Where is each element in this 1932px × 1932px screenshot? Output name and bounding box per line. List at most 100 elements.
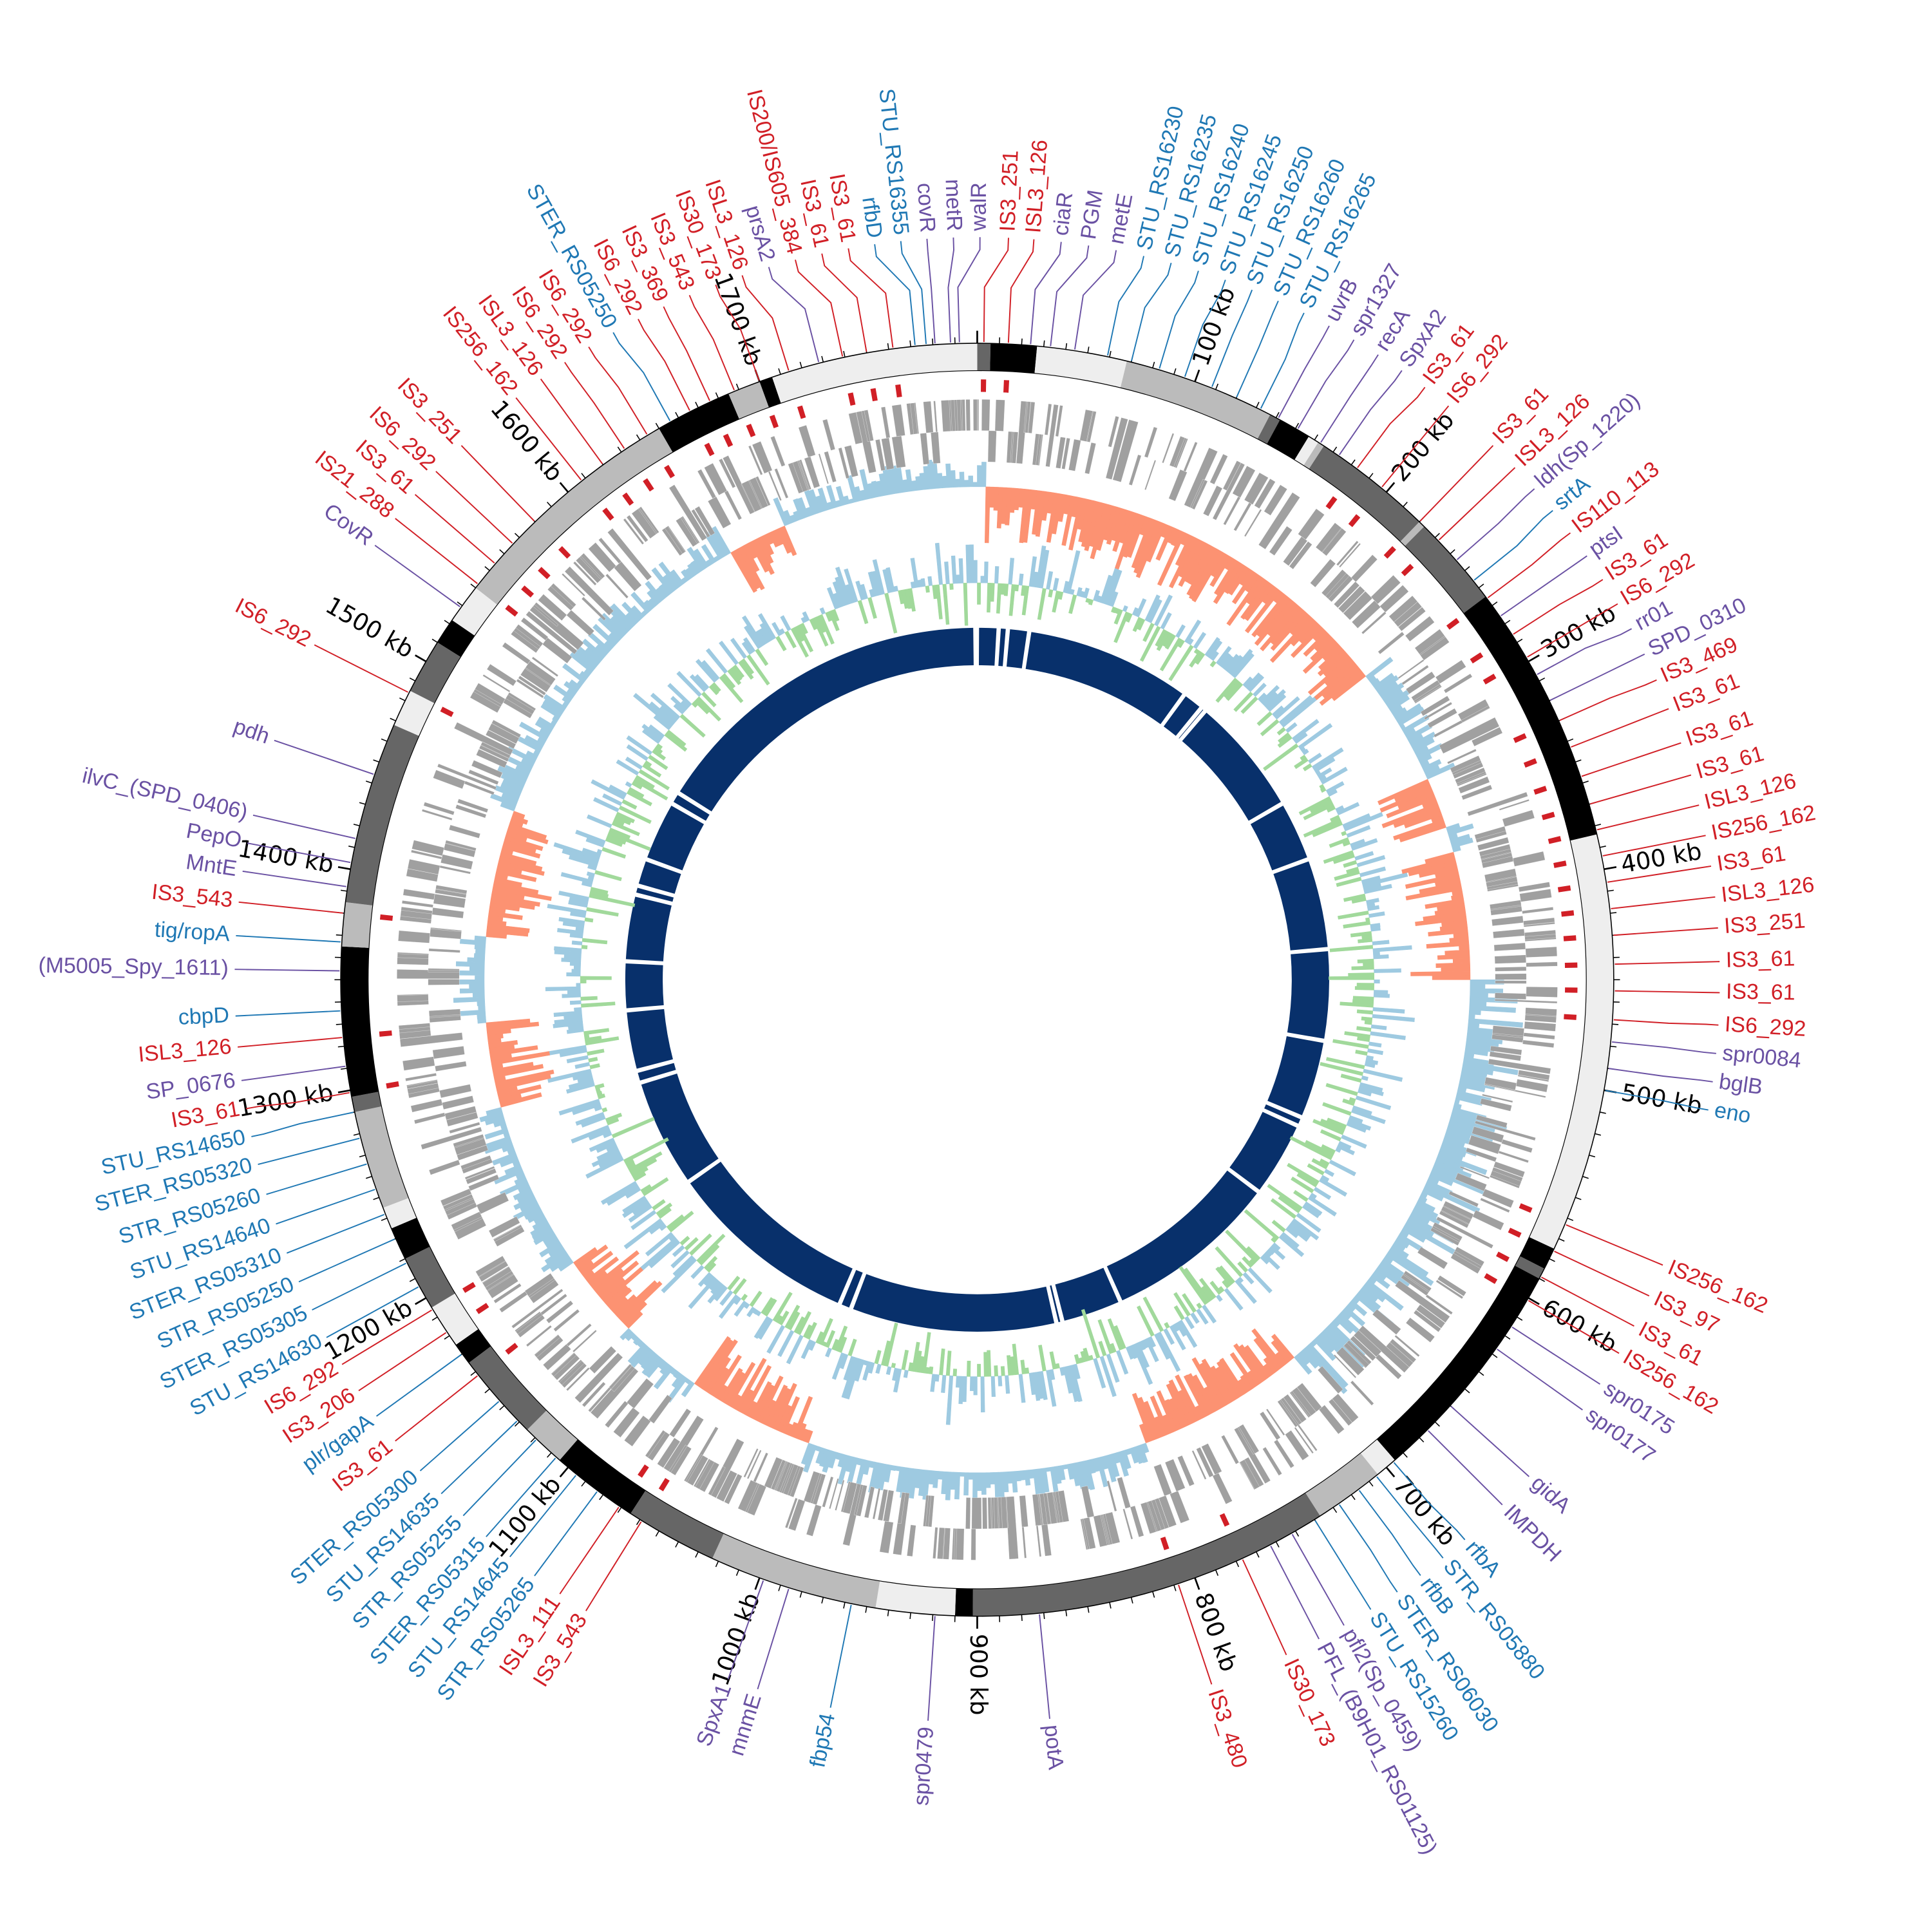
is-element-mark [521, 585, 535, 598]
label-connector [1608, 1068, 1713, 1083]
label-connector [375, 1354, 462, 1417]
minor-tick [409, 677, 416, 681]
minor-tick [715, 1560, 719, 1567]
label-connector [1428, 1430, 1503, 1506]
minor-tick [359, 1155, 366, 1158]
gc-skew-track [453, 459, 1523, 1502]
core-ring-segment [1267, 1036, 1324, 1115]
ideogram-band [972, 1493, 1320, 1616]
minor-tick [1610, 1045, 1617, 1048]
label-connector [1376, 1476, 1444, 1558]
is-element-mark [1496, 1251, 1510, 1262]
label-connector [1540, 1276, 1634, 1327]
minor-tick [1109, 1602, 1112, 1609]
label-connector [795, 260, 844, 357]
is-element-mark [746, 423, 756, 437]
minor-tick [1109, 350, 1112, 357]
minor-tick [1450, 549, 1455, 554]
minor-tick [1043, 1613, 1045, 1619]
ideogram-band [1529, 834, 1614, 1249]
minor-tick [348, 846, 355, 848]
is-element-label: IS6_292 [231, 593, 315, 652]
minor-tick [581, 1481, 586, 1487]
minor-tick [336, 1023, 343, 1025]
major-tick [1604, 866, 1617, 871]
minor-tick [336, 934, 343, 936]
label-connector [1030, 242, 1062, 345]
minor-tick [1567, 738, 1574, 742]
minor-tick [514, 1421, 520, 1427]
ideogram-band [527, 1410, 578, 1461]
minor-tick [1419, 1437, 1425, 1443]
label-connector [1456, 488, 1535, 560]
label-connector [236, 934, 341, 943]
is-element-mark [622, 492, 634, 506]
label-connector [1615, 990, 1720, 994]
skew-negative-area [486, 486, 1471, 1444]
minor-tick [365, 1176, 372, 1179]
minor-tick [909, 1613, 911, 1619]
label-connector [947, 237, 954, 343]
gene-blocks [397, 399, 1558, 1560]
minor-tick [636, 434, 641, 440]
minor-tick [636, 1519, 641, 1526]
label-connector [564, 361, 625, 450]
label-connector [341, 1309, 432, 1365]
is-element-mark [1519, 1203, 1533, 1213]
ideogram-band [1515, 1256, 1545, 1279]
minor-tick [715, 392, 719, 399]
minor-tick [1567, 1217, 1574, 1221]
major-tick [337, 866, 351, 871]
label-connector [251, 1112, 354, 1137]
core-genome-ring [625, 627, 1329, 1332]
gene-label: bglB [1718, 1069, 1764, 1099]
label-connector [1613, 927, 1718, 936]
label-connector [688, 294, 735, 391]
ideogram-band [410, 642, 461, 703]
label-connector [358, 1332, 447, 1392]
is-element-mark [505, 605, 518, 617]
label-connector [435, 471, 513, 544]
ideogram-band [1257, 414, 1280, 444]
label-connector [460, 445, 535, 522]
minor-tick [1464, 566, 1470, 571]
label-connector [1487, 532, 1571, 598]
is-element-mark [1484, 1273, 1498, 1284]
label-connector [462, 1439, 536, 1517]
is-element-label: IS3_251 [1723, 908, 1806, 938]
is-element-mark [1470, 652, 1484, 664]
label-connector [395, 1375, 478, 1442]
core-ring-segment [627, 1009, 673, 1069]
minor-tick [381, 738, 388, 742]
label-connector [1537, 628, 1633, 676]
minor-tick [530, 1437, 536, 1443]
kb-tick-label: 1300 kb [235, 1079, 335, 1122]
minor-tick [1350, 1494, 1356, 1501]
is-element-mark [1563, 935, 1577, 942]
is-element-mark [462, 1282, 476, 1293]
core-ring-segment [638, 861, 681, 894]
label-connector [1554, 1251, 1650, 1297]
ideogram-band [772, 343, 978, 404]
ideogram-band [990, 343, 1037, 374]
minor-tick [1478, 583, 1484, 589]
kb-tick-label: 100 kb [1187, 283, 1241, 370]
ideogram-band [759, 377, 781, 408]
ideogram-band [1376, 1265, 1540, 1461]
minor-tick [1589, 1155, 1596, 1158]
minor-tick [1173, 368, 1177, 375]
minor-tick [1403, 1452, 1408, 1458]
minor-tick [1582, 1176, 1589, 1179]
minor-tick [1350, 459, 1356, 466]
gene-label: tig/ropA [154, 917, 231, 946]
gene-label: ilvC_(SPD_0406) [80, 763, 250, 824]
minor-tick [409, 1278, 416, 1282]
minor-tick [514, 533, 520, 538]
label-connector [1338, 370, 1403, 455]
is-element-mark [1325, 496, 1338, 509]
minor-tick [735, 383, 739, 390]
minor-tick [1575, 759, 1582, 763]
core-ring-segment [1179, 709, 1204, 739]
ideogram-ring [340, 343, 1615, 1617]
